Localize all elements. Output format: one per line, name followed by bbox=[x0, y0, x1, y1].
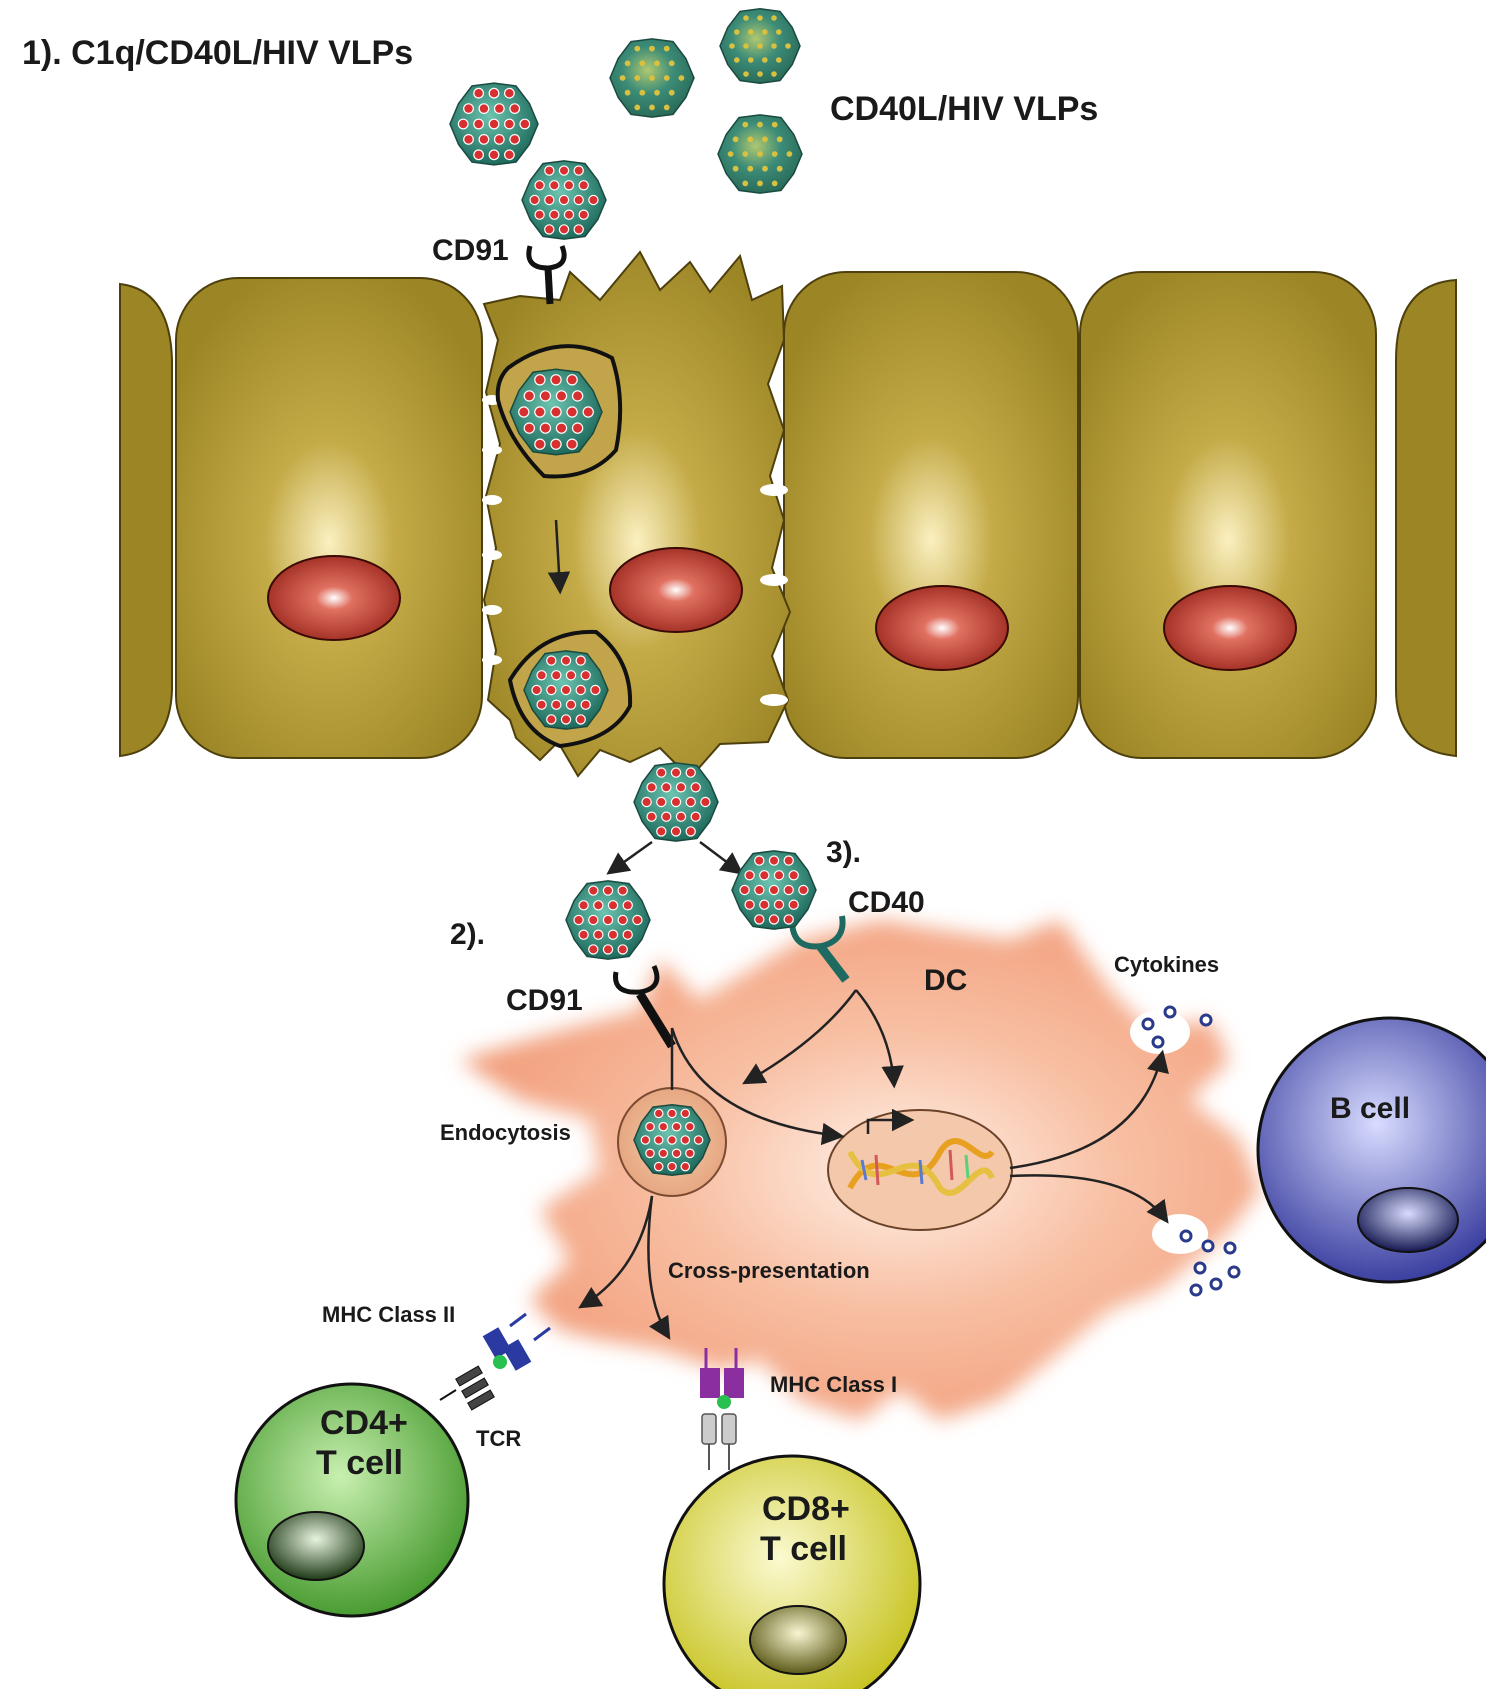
intercellular-clefts bbox=[482, 395, 788, 706]
label-cd4-line2: T cell bbox=[316, 1444, 403, 1482]
c1q-cd40l-hiv-vlp bbox=[521, 160, 607, 240]
cd40l-hiv-vlp bbox=[609, 38, 695, 118]
tcr-cd4 bbox=[439, 1365, 495, 1411]
cd4-t-cell bbox=[234, 1382, 470, 1618]
label-cd40: CD40 bbox=[848, 886, 925, 919]
dendritic-cell bbox=[460, 920, 1260, 1420]
c1q-cd40l-hiv-vlp bbox=[509, 368, 603, 456]
nucleus bbox=[1163, 585, 1297, 671]
label-tcr: TCR bbox=[476, 1426, 521, 1451]
cd40l-hiv-vlp bbox=[717, 114, 803, 194]
c1q-cd40l-hiv-vlp bbox=[633, 1103, 711, 1177]
cd8-nucleus bbox=[749, 1605, 847, 1675]
c1q-cd40l-hiv-vlp bbox=[523, 650, 609, 730]
label-cd40l-vlps: CD40L/HIV VLPs bbox=[830, 90, 1098, 128]
epithelial-layer bbox=[119, 245, 1457, 780]
label-cd91-top: CD91 bbox=[432, 234, 509, 267]
dna-helix-icon bbox=[847, 1108, 995, 1196]
label-step2: 2). bbox=[450, 918, 485, 951]
cytokine-particles bbox=[1141, 1005, 1241, 1297]
label-endocytosis: Endocytosis bbox=[440, 1120, 571, 1145]
transcytosis-arrow bbox=[547, 519, 571, 595]
labels: 1). C1q/CD40L/HIV VLPs CD40L/HIV VLPs CD… bbox=[22, 34, 1410, 1568]
c1q-cd40l-hiv-vlp bbox=[565, 880, 651, 960]
label-mhc-class-i: MHC Class I bbox=[770, 1372, 897, 1397]
epithelial-cell-1 bbox=[175, 277, 483, 759]
epithelial-cell-left-edge bbox=[119, 282, 173, 758]
tcr-cd8 bbox=[701, 1413, 737, 1470]
pathway-arrows bbox=[578, 840, 1169, 1340]
b-cell-nucleus bbox=[1357, 1187, 1459, 1253]
vlp-group bbox=[449, 8, 817, 1177]
c1q-cd40l-hiv-vlp bbox=[633, 762, 719, 842]
label-cd8-line1: CD8+ bbox=[762, 1490, 850, 1528]
mhc-class-ii-complex bbox=[482, 1312, 551, 1371]
nucleus bbox=[875, 585, 1009, 671]
nucleus bbox=[609, 547, 743, 633]
label-mhc-class-ii: MHC Class II bbox=[322, 1302, 455, 1327]
epithelial-cell-4 bbox=[1079, 271, 1377, 759]
label-step3: 3). bbox=[826, 836, 861, 869]
cd91-receptor-dc bbox=[613, 964, 660, 995]
cd40-receptor-stalk bbox=[816, 943, 850, 983]
cd8-t-cell bbox=[662, 1454, 922, 1689]
label-b-cell: B cell bbox=[1330, 1092, 1410, 1125]
cd91-receptor-dc-stalk bbox=[636, 991, 676, 1049]
c1q-cd40l-hiv-vlp bbox=[449, 82, 539, 166]
epithelial-cell-3 bbox=[783, 271, 1079, 759]
label-step1: 1). C1q/CD40L/HIV VLPs bbox=[22, 34, 413, 72]
epithelial-cell-right-edge bbox=[1395, 278, 1457, 758]
cd4-nucleus bbox=[267, 1511, 365, 1581]
label-cd91-dc: CD91 bbox=[506, 984, 583, 1017]
cd91-receptor-mcell bbox=[526, 245, 567, 271]
c1q-cd40l-hiv-vlp bbox=[731, 850, 817, 930]
label-cd4-line1: CD4+ bbox=[320, 1404, 408, 1442]
b-cell bbox=[1256, 1016, 1486, 1284]
nucleus bbox=[267, 555, 401, 641]
dc-receptors bbox=[613, 915, 850, 1049]
cd40l-hiv-vlp bbox=[719, 8, 801, 84]
mhc-class-i-complex bbox=[700, 1348, 744, 1409]
label-cross-presentation: Cross-presentation bbox=[668, 1258, 870, 1283]
label-cd8-line2: T cell bbox=[760, 1530, 847, 1568]
label-dc: DC bbox=[924, 964, 967, 997]
label-cytokines: Cytokines bbox=[1114, 952, 1219, 977]
cd91-receptor-stalk bbox=[544, 267, 554, 305]
